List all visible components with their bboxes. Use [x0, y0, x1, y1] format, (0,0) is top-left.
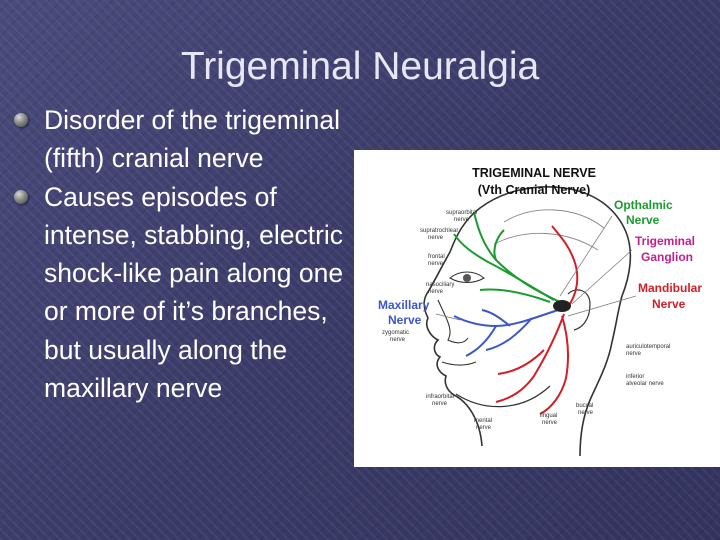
bullet-icon [14, 113, 28, 127]
trigeminal-ganglion [553, 300, 571, 312]
inferior-alveolar-label: alveolar nerve [626, 381, 664, 387]
slide-title: Trigeminal Neuralgia [180, 45, 540, 88]
trigeminal-nerve-diagram: TRIGEMINAL NERVE (Vth Cranial Nerve) Opt… [354, 150, 720, 467]
nasociliary-label: nasociliary [426, 282, 454, 288]
supraorbital-label: nerve [454, 217, 470, 223]
maxillary-label: Maxillary [378, 298, 430, 312]
lingual-label: nerve [542, 420, 558, 426]
bullet-list: Disorder of the trigeminal (fifth) crani… [10, 101, 360, 407]
mandibular-label: Mandibular [638, 281, 702, 295]
mandibular-branches [495, 225, 579, 415]
jaw-outline [455, 385, 551, 408]
buccal-label: buccal [576, 403, 593, 409]
frontal-label: nerve [428, 261, 444, 267]
buccal-label: nerve [578, 410, 594, 416]
eye-outline [449, 271, 485, 284]
bullet-text: Causes episodes of intense, stabbing, el… [44, 181, 344, 404]
skull-line [493, 232, 599, 251]
maxillary-label: Nerve [388, 313, 422, 327]
auriculotemporal-label: auriculotemporal [626, 344, 670, 350]
zygomatic-label: nerve [390, 337, 406, 343]
nasociliary-label: nerve [428, 289, 444, 295]
infraorbital-label: infraorbital [426, 394, 454, 400]
opthalmic-label: Nerve [626, 213, 660, 227]
small-labels: supraorbital nerve supratrochlear nerve … [382, 210, 670, 431]
mental-label: nerve [476, 425, 492, 431]
diagram-title-line2: (Vth Cranial Nerve) [478, 183, 591, 197]
supratrochlear-label: supratrochlear [420, 228, 458, 234]
infraorbital-label: nerve [432, 401, 448, 407]
diagram-title-line1: TRIGEMINAL NERVE [472, 166, 596, 180]
ganglion-label: Ganglion [641, 250, 693, 264]
inferior-alveolar-label: inferior [626, 374, 644, 380]
bullet-item: Causes episodes of intense, stabbing, el… [10, 178, 360, 408]
frontal-label: frontal [428, 254, 445, 260]
ear-outline [567, 289, 591, 331]
opthalmic-branches [453, 211, 561, 303]
zygomatic-label: zygomatic [382, 330, 409, 336]
mouth-outline [441, 361, 477, 366]
eye-pupil [463, 274, 471, 282]
mental-label: mental [474, 418, 492, 424]
lingual-label: lingual [540, 413, 557, 419]
supratrochlear-label: nerve [428, 235, 444, 241]
auriculotemporal-label: nerve [626, 351, 642, 357]
leader-lines [435, 215, 637, 321]
mandibular-label: Nerve [652, 297, 686, 311]
skull-line [503, 209, 605, 229]
head-outline [423, 186, 632, 457]
nose-outline [437, 299, 469, 344]
bullet-text: Disorder of the trigeminal (fifth) crani… [44, 105, 341, 174]
opthalmic-label: Opthalmic [614, 198, 673, 212]
diagram-canvas: TRIGEMINAL NERVE (Vth Cranial Nerve) Opt… [378, 166, 702, 457]
maxillary-branches [453, 309, 559, 357]
ganglion-label: Trigeminal [635, 234, 695, 248]
bullet-item: Disorder of the trigeminal (fifth) crani… [10, 101, 360, 178]
bullet-icon [14, 189, 28, 204]
supraorbital-label: supraorbital [446, 210, 477, 216]
